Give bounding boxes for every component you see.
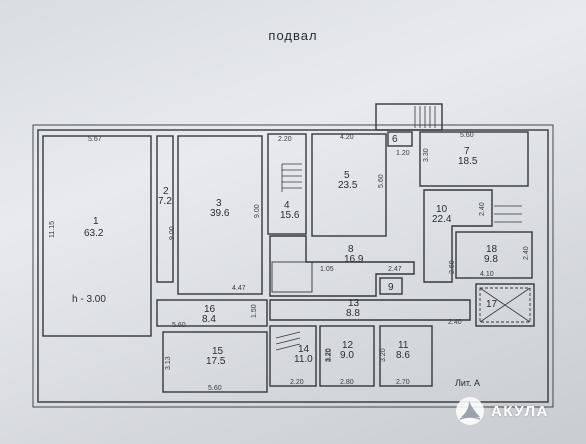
- room-12-area: 9.0: [340, 350, 354, 361]
- room-1-height: h - 3.00: [72, 294, 106, 305]
- room-16-number: 16: [204, 304, 216, 315]
- dimension-label: 2.60: [449, 260, 456, 274]
- room-9-number: 9: [388, 282, 394, 293]
- room-1-area: 63.2: [84, 228, 104, 239]
- room-10-area: 22.4: [432, 214, 452, 225]
- room-3-number: 3: [216, 198, 222, 209]
- dimension-label: 3.13: [165, 356, 172, 370]
- room-7-number: 7: [464, 146, 470, 157]
- room-3-area: 39.6: [210, 208, 230, 219]
- room-13-number: 13: [348, 298, 360, 309]
- dimension-label: 5.60: [378, 174, 385, 188]
- dimension-label: 3.20: [325, 348, 332, 362]
- dimension-label: 1.50: [251, 304, 258, 318]
- dimension-label: 2.47: [388, 266, 402, 273]
- dimension-label: 2.40: [523, 246, 530, 260]
- room-5-number: 5: [344, 170, 350, 181]
- room-7-area: 18.5: [458, 156, 478, 167]
- dimension-label: 3.20: [380, 348, 387, 362]
- dimension-label: 2.20: [278, 136, 292, 143]
- dimension-labels: 5.67 11.15 9.00 4.47 9.00 2.20 4.20 1.20…: [49, 132, 530, 392]
- dimension-label: 2.80: [340, 379, 354, 386]
- dimension-label: 3.30: [423, 148, 430, 162]
- dimension-label: 11.15: [49, 221, 56, 238]
- shark-fin-icon: [456, 397, 484, 425]
- room-10-number: 10: [436, 204, 448, 215]
- room-18-area: 9.8: [484, 254, 498, 265]
- room-2-number: 2: [163, 186, 169, 197]
- dimension-label: 2.40: [479, 202, 486, 216]
- room-14-area: 11.0: [294, 354, 313, 365]
- room-16-area: 8.4: [202, 314, 216, 325]
- dimension-label: 3.20: [326, 348, 333, 362]
- room-11-number: 11: [398, 340, 409, 351]
- dimension-label: 4.10: [480, 271, 494, 278]
- room-outlines: [42, 131, 535, 393]
- room-15-area: 17.5: [206, 356, 226, 367]
- plan-title: подвал: [268, 28, 318, 43]
- room-8-number: 8: [348, 244, 354, 255]
- room-12-number: 12: [342, 340, 354, 351]
- dimension-label: 5.60: [460, 132, 474, 139]
- dimension-label: 5.60: [208, 385, 222, 392]
- dimension-label: 1.20: [396, 150, 410, 157]
- watermark-text: АКУЛА: [491, 402, 549, 420]
- room-8-area: 16.9: [344, 254, 364, 265]
- room-6-number: 6: [392, 134, 398, 145]
- outer-walls: [32, 103, 554, 408]
- room-18-number: 18: [486, 244, 498, 255]
- sheet-label: Лит. А: [455, 378, 481, 388]
- room-13-area: 8.8: [346, 308, 360, 319]
- dimension-label: 2.20: [290, 379, 304, 386]
- watermark: АКУЛА: [455, 396, 549, 426]
- room-17-number: 17: [486, 299, 498, 310]
- dimension-label: 4.20: [340, 134, 354, 141]
- room-14-number: 14: [298, 344, 310, 355]
- dimension-label: 9.00: [169, 226, 176, 240]
- room-1-number: 1: [93, 216, 99, 227]
- room-15-number: 15: [212, 346, 224, 357]
- room-5-area: 23.5: [338, 180, 358, 191]
- room-11-area: 8.6: [396, 350, 410, 361]
- dimension-label: 4.47: [232, 285, 246, 292]
- dimension-label: 2.70: [396, 379, 410, 386]
- room-4-area: 15.6: [280, 210, 300, 221]
- room-2-area: 7.2: [158, 196, 172, 207]
- dimension-label: 2.40: [448, 319, 462, 326]
- room-labels: 1 63.2 h - 3.00 2 7.2 3 39.6 4 15.6 5 23…: [72, 134, 498, 367]
- room-4-number: 4: [284, 200, 290, 211]
- dimension-label: 5.67: [88, 136, 102, 143]
- dimension-label: 1.05: [320, 266, 334, 273]
- dimension-label: 9.00: [254, 204, 261, 218]
- dimension-label: 5.60: [172, 322, 186, 329]
